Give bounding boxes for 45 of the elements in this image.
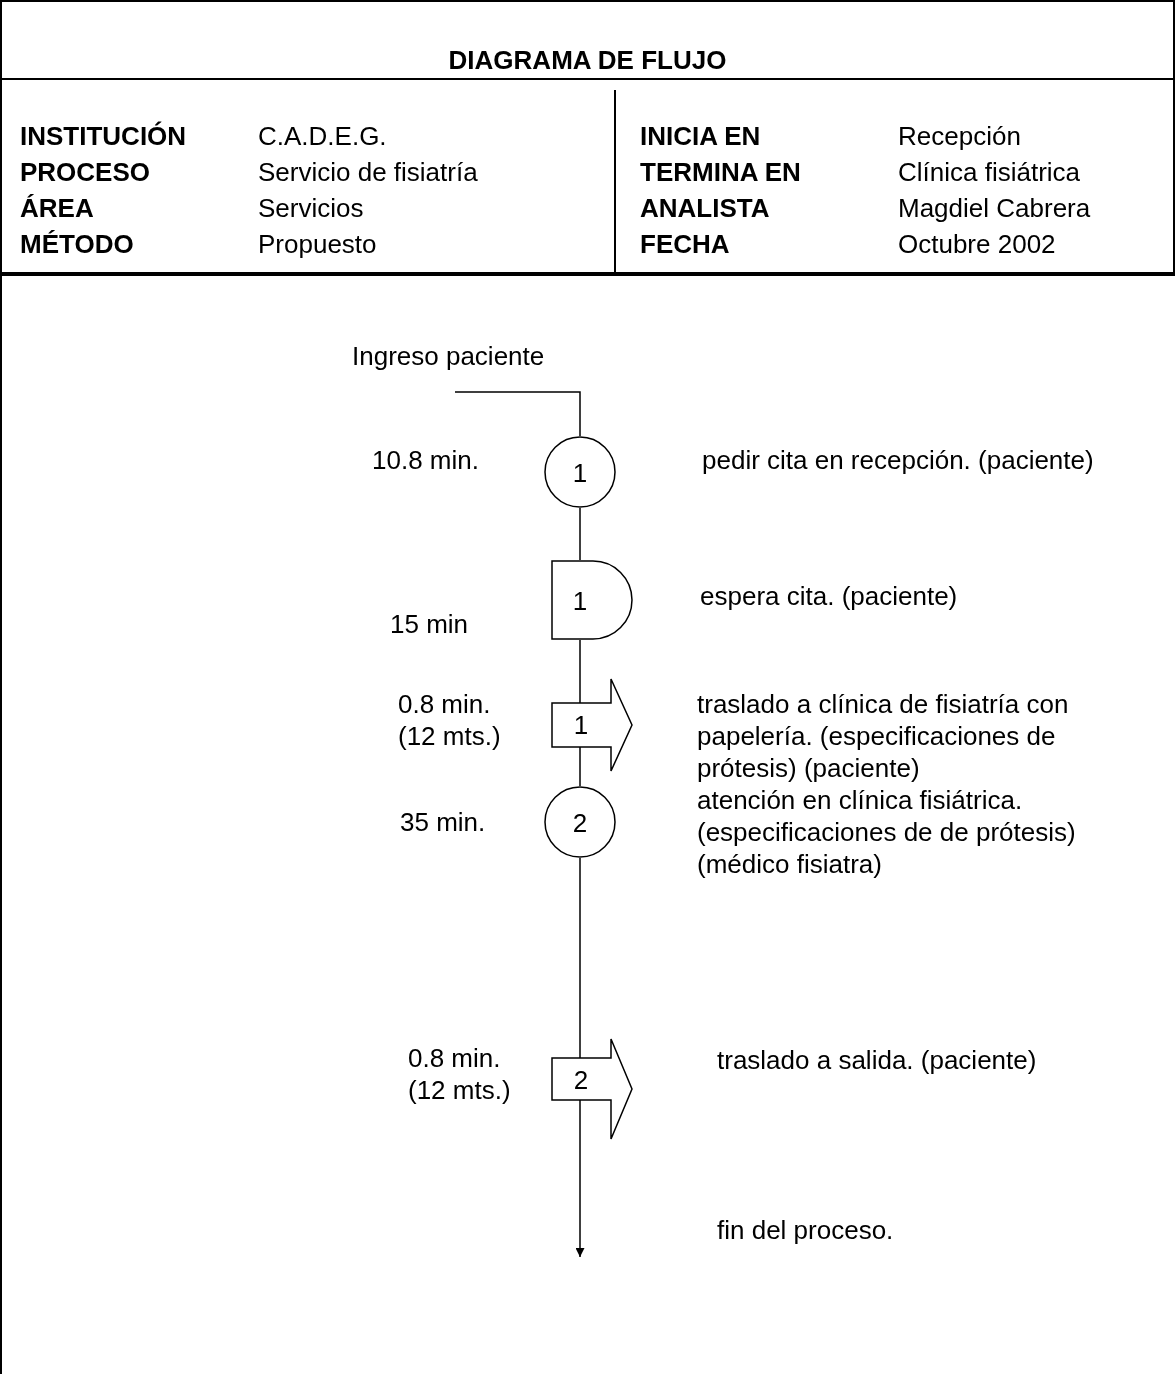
connector-line <box>579 746 581 787</box>
field-name: INSTITUCIÓN <box>20 120 188 153</box>
flow-arrow <box>575 1099 585 1258</box>
field-name: MÉTODO <box>20 228 135 261</box>
duration-text: 15 min <box>390 608 470 640</box>
field-value: Clínica fisiátrica <box>898 156 1082 189</box>
duration-text: 0.8 min. (12 mts.) <box>408 1042 512 1106</box>
field-name: ÁREA <box>20 192 95 225</box>
step-number: 1 <box>573 711 589 739</box>
field-value: Magdiel Cabrera <box>898 192 1092 225</box>
connector-line <box>454 391 581 437</box>
step-description: pedir cita en recepción. (paciente) <box>702 444 1095 476</box>
field-name: TERMINA EN <box>640 156 802 189</box>
duration-text: 10.8 min. <box>372 444 480 476</box>
step-description: traslado a salida. (paciente) <box>717 1044 1038 1076</box>
step-description: espera cita. (paciente) <box>700 580 959 612</box>
step-description: traslado a clínica de fisiatría con papelería. (especificaciones de prótesis) (paciente) <box>697 688 1070 784</box>
delay-symbol <box>551 560 633 640</box>
step-number: 1 <box>572 459 588 487</box>
step-number: 2 <box>572 809 588 837</box>
transport-symbol <box>551 678 633 772</box>
field-value: Servicio de fisiatría <box>258 156 479 189</box>
field-name: ANALISTA <box>640 192 771 225</box>
step-description: atención en clínica fisiátrica. (especificaciones de de prótesis) (médico fisiatra) <box>697 784 1077 880</box>
transport-symbol <box>551 1038 633 1140</box>
field-value: Servicios <box>258 192 365 225</box>
connector-line <box>579 639 581 704</box>
operation-circle <box>544 786 616 858</box>
duration-text: 35 min. <box>400 806 487 838</box>
connector-line <box>579 857 581 1059</box>
end-note: fin del proceso. <box>717 1214 894 1246</box>
duration-text: 0.8 min. (12 mts.) <box>398 688 502 752</box>
start-text: Ingreso paciente <box>352 340 545 372</box>
field-name: FECHA <box>640 228 731 261</box>
step-number: 1 <box>572 587 588 615</box>
field-name: PROCESO <box>20 156 152 189</box>
field-value: C.A.D.E.G. <box>258 120 388 153</box>
field-value: Propuesto <box>258 228 378 261</box>
field-value: Octubre 2002 <box>898 228 1057 261</box>
operation-circle <box>544 436 616 508</box>
field-value: Recepción <box>898 120 1022 153</box>
step-number: 2 <box>573 1066 589 1094</box>
field-name: INICIA EN <box>640 120 762 153</box>
connector-line <box>579 507 581 561</box>
diagram-title: DIAGRAMA DE FLUJO <box>448 45 727 75</box>
